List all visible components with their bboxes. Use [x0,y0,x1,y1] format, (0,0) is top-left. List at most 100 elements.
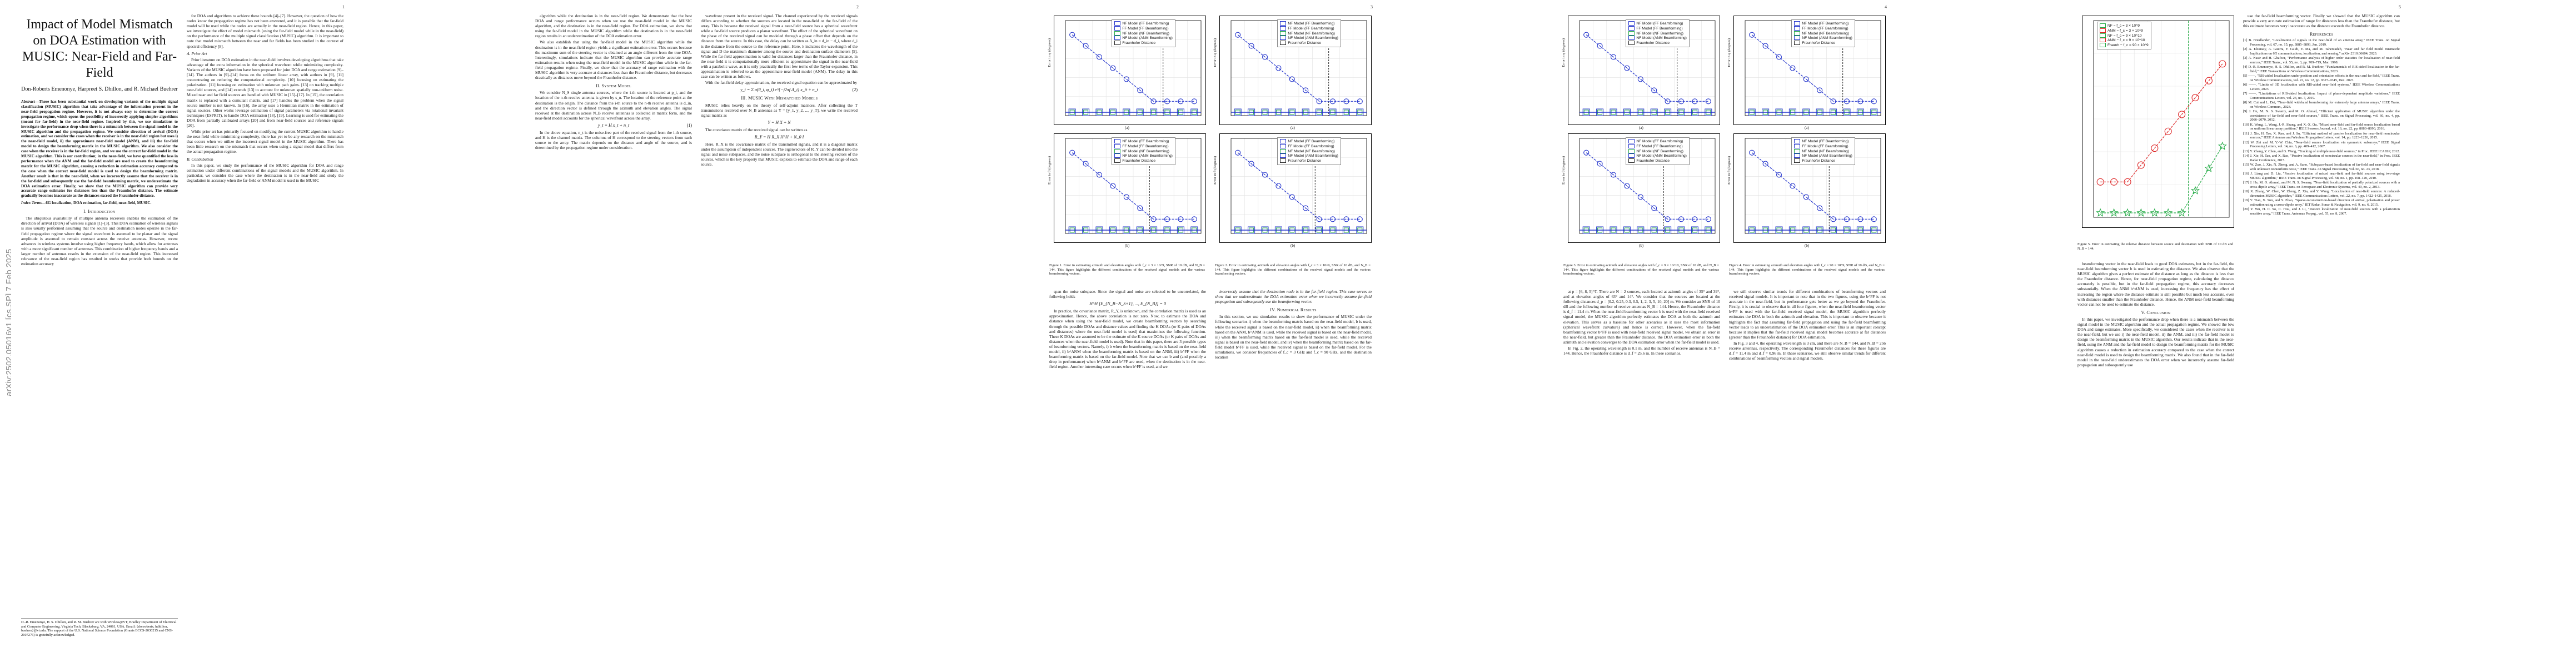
reference-item: [6] ——, "Limits of 3D localization with … [2243,83,2400,91]
paragraph: span the noise subspace. Since the signa… [1049,289,1206,300]
circle-marker [1289,194,1295,200]
figure-3: NF Model (FF Beamforming)FF Model (FF Be… [1561,16,1721,260]
legend-label: Fraunhofer Distance [1122,41,1156,45]
page-3: 3 NF Model (FF Beamforming)FF Model (FF … [1039,0,1381,667]
curve [1072,34,1194,102]
circle-marker [1790,65,1796,71]
legend-label: NF Model (ANM Beamforming) [1636,154,1687,158]
legend-swatch [1114,36,1121,41]
figure-3a-plot: NF Model (FF Beamforming)FF Model (FF Be… [1562,16,1720,125]
legend-entry: NF Model (ANM Beamforming) [1794,36,1852,41]
circle-marker [1803,194,1809,200]
star-marker [2150,208,2159,217]
legend-swatch [1794,41,1801,45]
legend-entry: FF Model (FF Beamforming) [1628,143,1687,149]
paragraph: at p = [6, 8, 5]^T. There are N = 2 sour… [1563,289,1720,345]
circle-marker [1096,172,1103,178]
legend-swatch [1628,36,1635,41]
paragraph: In this paper, we study the performance … [187,162,343,183]
circle-marker [1191,98,1197,104]
paragraph: With the far-field delay approximation, … [705,80,858,86]
figure-3-caption: Figure 3. Error in estimating azimuth an… [1563,263,1719,276]
index-terms-text: —6G localization, DOA estimation, far-fi… [42,201,152,206]
legend-swatch [2100,43,2106,47]
section-title-introduction: I. Introduction [83,209,116,215]
circle-marker [2191,94,2199,102]
curve [2100,146,2223,213]
reference-item: [10] K. Wang, L. Wang, J.-R. Shang, and … [2243,122,2400,131]
paragraph: incorrectly assume that the destination … [1215,289,1372,305]
legend-entry: ANM − f_c = 3 × 10^9 [2100,28,2149,33]
curve [1072,152,1194,220]
subfigure-label: (b) [1639,243,1644,248]
y-axis-label: Error in θ (degrees) [1562,156,1566,185]
legend-label: FF Model (FF Beamforming) [1288,144,1334,148]
circle-marker [1790,183,1796,189]
legend-swatch [1628,143,1635,148]
circle-marker [1275,65,1282,71]
circle-marker [1248,43,1254,49]
legend-swatch [1794,26,1801,31]
legend-label: NF Model (NF Beamforming) [1636,31,1683,36]
page5-column-left: beamforming vector in the near-field lea… [2077,261,2234,369]
legend-swatch [1114,139,1121,143]
circle-marker [1776,54,1782,60]
legend-swatch [1628,148,1635,153]
legend-entry: NF Model (ANM Beamforming) [1280,36,1338,41]
star-marker [2096,208,2105,217]
circle-marker [1303,205,1309,211]
circle-marker [1083,43,1089,49]
legend-entry: Fraunhofer Distance [1794,41,1852,46]
legend-entry: NF Model (FF Beamforming) [1628,21,1687,26]
page-4: 4 NF Model (FF Beamforming)FF Model (FF … [1553,0,1895,667]
star-marker [2164,208,2173,217]
legend-label: NF Model (NF Beamforming) [1802,31,1849,36]
page4-column-left: at p = [6, 8, 5]^T. There are N = 2 sour… [1563,289,1720,357]
legend-label: NF Model (NF Beamforming) [1288,31,1335,36]
circle-marker [2096,178,2104,186]
circle-marker [1110,65,1116,71]
page-number: 5 [2399,4,2401,9]
legend-swatch [1628,26,1635,31]
circle-marker [1776,172,1782,178]
paragraph: Here, R_X is the covariance matrix of th… [701,142,858,167]
circle-marker [1357,216,1363,222]
legend-entry: NF Model (ANM Beamforming) [1280,153,1338,158]
y-axis-label: Error in φ (degrees) [1048,38,1052,67]
legend-label: FF Model (FF Beamforming) [1636,26,1683,31]
paragraph: we still observe similar trends for diff… [1729,289,1886,340]
plot-illustration [1230,138,1367,234]
legend-label: NF Model (NF Beamforming) [1802,149,1849,153]
paragraph: MUSIC relies heavily on the theory of se… [701,102,858,118]
curve [1237,152,1360,220]
page-number: 3 [1371,4,1373,9]
paragraph: The covariance matrix of the received si… [705,127,808,132]
curve [1751,152,1874,220]
figure-2b-plot: NF Model (FF Beamforming)FF Model (FF Be… [1213,133,1372,243]
reference-item: [1] B. Friedlander, "Localization of sig… [2243,38,2400,47]
star-marker [2122,208,2132,217]
legend-entry: NF Model (NF Beamforming) [1628,148,1687,154]
legend-swatch [2100,23,2106,28]
reference-item: [15] W. Zuo, J. Xin, N. Zheng, and A. Sa… [2243,163,2400,171]
legend-entry: NF Model (ANM Beamforming) [1114,153,1173,158]
figure-4: NF Model (FF Beamforming)FF Model (FF Be… [1727,16,1887,260]
legend-swatch [1280,143,1287,148]
legend-label: NF Model (ANM Beamforming) [1288,36,1338,40]
equation: H^H [E_{N_B−N_S+1}, ..., E_{N_B}] = 0 [1089,301,1166,307]
circle-marker [1651,205,1657,211]
reference-item: [20] Y. Wu, H. C. So, C. Hou, and J. Li,… [2243,207,2400,216]
legend-label: Fraunhofer Distance [1802,158,1836,163]
circle-marker [2178,111,2186,118]
paragraph: In this section, we use simulation resul… [1215,314,1372,360]
equation-number: (2) [852,87,858,93]
legend-label: FF Model (FF Beamforming) [1122,26,1169,31]
legend-label: ANM − f_c = 9 × 10^10 [2107,38,2145,42]
legend-label: NF Model (NF Beamforming) [1636,149,1683,153]
reference-item: [17] J. He, M. O. Ahmad, and M. N. S. Sw… [2243,181,2400,189]
subfigure-label: (b) [1805,243,1810,248]
circle-marker [1137,205,1143,211]
circle-marker [1303,87,1309,93]
circle-marker [2164,127,2172,135]
